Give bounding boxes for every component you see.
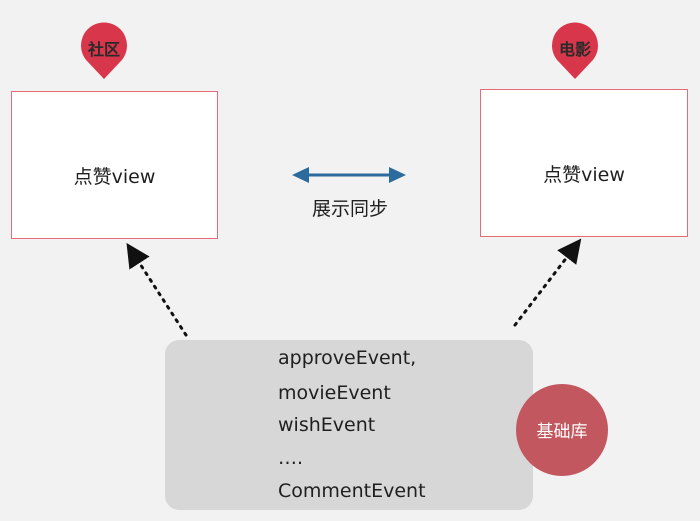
event-item: movieEvent xyxy=(278,382,391,404)
sync-double-arrow xyxy=(292,167,406,183)
event-item: CommentEvent xyxy=(278,480,426,502)
right-like-view-card: 点赞view xyxy=(480,89,688,237)
event-item: wishEvent xyxy=(278,414,376,436)
movie-pin-label: 电影 xyxy=(558,40,591,59)
community-pin-label: 社区 xyxy=(87,40,120,59)
dotted-arrow-left xyxy=(126,242,188,337)
left-card-label: 点赞view xyxy=(73,166,156,188)
right-card-label: 点赞view xyxy=(543,164,625,186)
sync-label: 展示同步 xyxy=(311,198,388,220)
community-pin-marker: 社区 xyxy=(78,22,130,80)
base-library-label: 基础库 xyxy=(536,422,588,442)
map-pin-icon xyxy=(81,22,127,80)
event-list-box: approveEvent, movieEvent wishEvent …. Co… xyxy=(165,340,533,510)
base-library-circle: 基础库 xyxy=(516,384,608,476)
event-item: …. xyxy=(278,447,304,469)
map-pin-icon xyxy=(552,22,598,80)
left-like-view-card: 点赞view xyxy=(11,91,218,239)
movie-pin-marker: 电影 xyxy=(549,22,601,80)
event-item: approveEvent, xyxy=(278,347,417,369)
dotted-arrow-right xyxy=(513,238,582,327)
